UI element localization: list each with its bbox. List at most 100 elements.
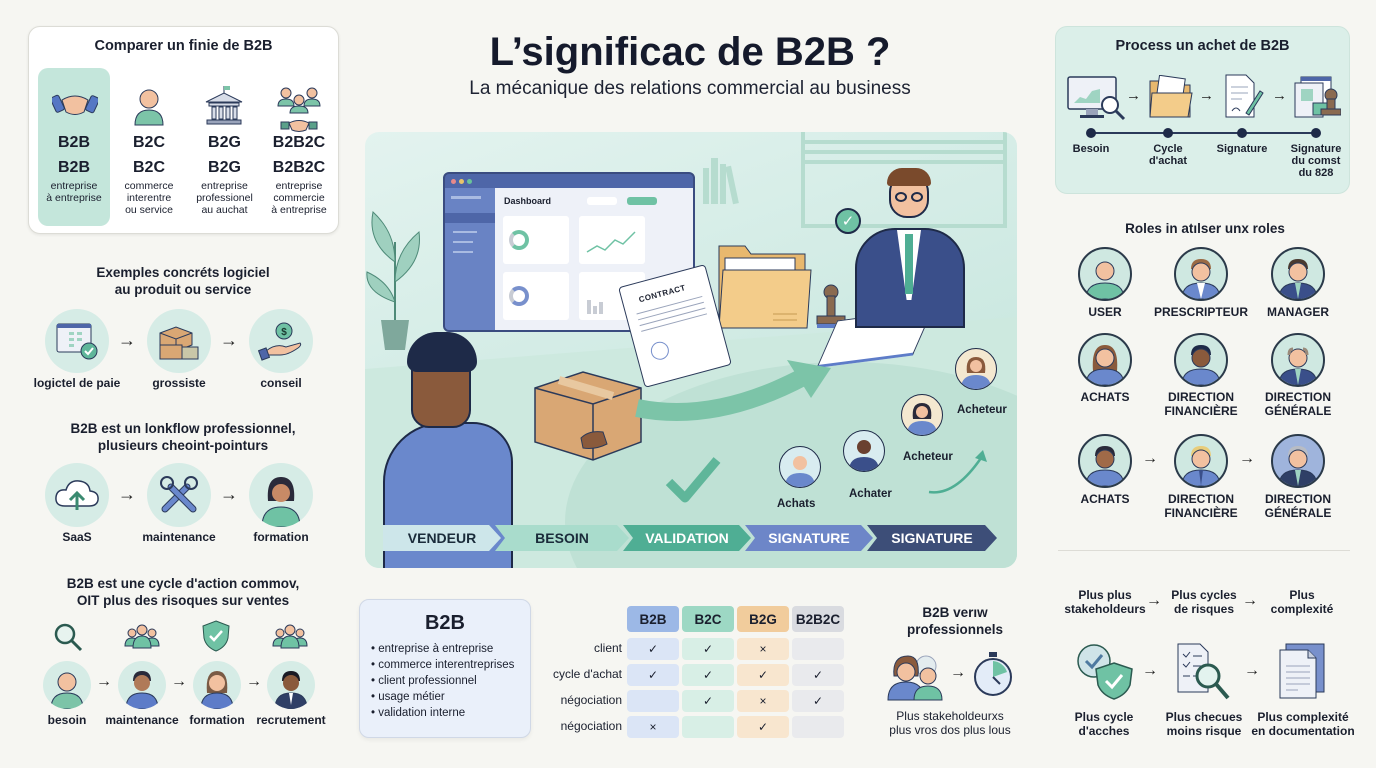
man-icon (125, 671, 159, 709)
step-besoin[interactable]: BESOIN (495, 525, 629, 551)
svg-text:$: $ (281, 327, 287, 338)
dashboard-main: Dashboard (495, 188, 693, 330)
definition-card: B2B • entreprise à entreprise • commerce… (359, 599, 531, 738)
compare-title: Comparer un finie de B2B (94, 38, 273, 54)
arrow-icon: → (118, 330, 136, 350)
businessman-icon (1278, 259, 1318, 299)
workflow-maintenance[interactable] (147, 463, 211, 527)
folder-icon (718, 245, 812, 329)
stopwatch-icon (974, 652, 1012, 696)
cycle-step-need[interactable] (43, 661, 91, 709)
step-signature-2[interactable]: SIGNATURE (867, 525, 997, 551)
person-icon (50, 672, 84, 709)
stamp-icon (816, 284, 846, 328)
role-direction-financiere-2[interactable] (1174, 434, 1228, 488)
process-title: Process un achet de B2B (1115, 38, 1290, 54)
businessman-icon (1278, 347, 1318, 385)
arrow-icon: → (1199, 87, 1214, 104)
roles-title: Roles in atılser unx roles (1125, 221, 1285, 236)
page-subtitle: La mécanique des relations commercial au… (469, 78, 911, 99)
check-badge-icon: ✓ (835, 208, 861, 234)
example-wholesale[interactable] (147, 309, 211, 373)
contract-label: CONTRACT (637, 283, 687, 305)
window-blinds (801, 132, 1007, 228)
arrow-icon: → (1239, 450, 1255, 467)
hand-coin-icon: $ (258, 322, 302, 361)
double-shield-check-icon (1077, 644, 1133, 700)
matrix-cell: ✓ (682, 638, 734, 660)
arrow-icon: → (220, 330, 238, 350)
role-direction-financiere[interactable] (1174, 333, 1228, 387)
comparison-matrix: B2B B2C B2G B2B2C client cycle d'achat n… (540, 606, 850, 741)
role-prescripteur[interactable] (1174, 247, 1228, 301)
matrix-cell: ✓ (627, 664, 679, 686)
arrow-icon: → (118, 484, 136, 504)
step-validation[interactable]: VALIDATION (623, 525, 751, 551)
role-direction-generale[interactable] (1271, 333, 1325, 387)
role-achats-2[interactable] (1078, 434, 1132, 488)
compare-code: B2B (57, 134, 90, 151)
dashboard-title: Dashboard (504, 196, 552, 206)
matrix-col-b2b2c: B2B2C (792, 606, 844, 632)
example-consulting[interactable]: $ (249, 309, 313, 373)
arrow-icon: → (1244, 662, 1260, 679)
role-direction-generale-2[interactable] (1271, 434, 1325, 488)
package-box-icon (534, 371, 642, 461)
arrow-icon: → (1126, 87, 1141, 104)
arrow-icon: → (1146, 592, 1162, 609)
avatar-achats (779, 446, 821, 488)
document-pen-icon (1225, 74, 1264, 118)
stamp-documents-icon (1294, 76, 1341, 118)
matrix-cell: × (737, 638, 789, 660)
team-icon (272, 624, 308, 649)
shield-check-icon (202, 620, 230, 652)
group-handshake-icon (277, 87, 321, 132)
page-header: L’significac de B2B ? La mécanique des r… (400, 30, 980, 100)
role-manager[interactable] (1271, 247, 1325, 301)
workflow-saas[interactable] (45, 463, 109, 527)
arrow-icon: → (950, 664, 966, 681)
workflow-section: B2B est un lonkflow professionnel,plusie… (28, 420, 338, 454)
matrix-col-b2b: B2B (627, 606, 679, 632)
cycle-title: B2B est une cycle d'action commov,OIT pl… (66, 576, 300, 608)
man-icon (1085, 446, 1125, 486)
process-card: Process un achet de B2B → → → Besoin Cyc… (1055, 26, 1350, 194)
cycle-step-recruitment[interactable] (267, 661, 315, 709)
section-divider (1058, 550, 1350, 551)
team-icon (124, 624, 160, 649)
timeline-dot (1086, 128, 1096, 138)
matrix-cell: ✓ (792, 664, 844, 686)
role-user[interactable] (1078, 247, 1132, 301)
boxes-icon (159, 326, 199, 360)
matrix-cell: ✓ (737, 664, 789, 686)
cycle-step-training[interactable] (193, 661, 241, 709)
avatar-acheteur-1 (901, 394, 943, 436)
cloud-upload-icon (55, 480, 99, 510)
checkmark-icon (665, 457, 721, 503)
cycle-step-maintenance[interactable] (118, 661, 166, 709)
matrix-row-label: négociation (560, 693, 622, 707)
step-signature-1[interactable]: SIGNATURE (745, 525, 873, 551)
cycle-section: B2B est une cycle d'action commov,OIT pl… (28, 575, 338, 609)
handshake-icon (52, 94, 98, 115)
compare-code-secondary: B2B (57, 159, 90, 176)
page-title: L’significac de B2B ? (489, 30, 891, 74)
workflow-training[interactable] (249, 463, 313, 527)
role-achats[interactable] (1078, 333, 1132, 387)
step-vendeur[interactable]: VENDEUR (383, 525, 501, 551)
example-software[interactable] (45, 309, 109, 373)
